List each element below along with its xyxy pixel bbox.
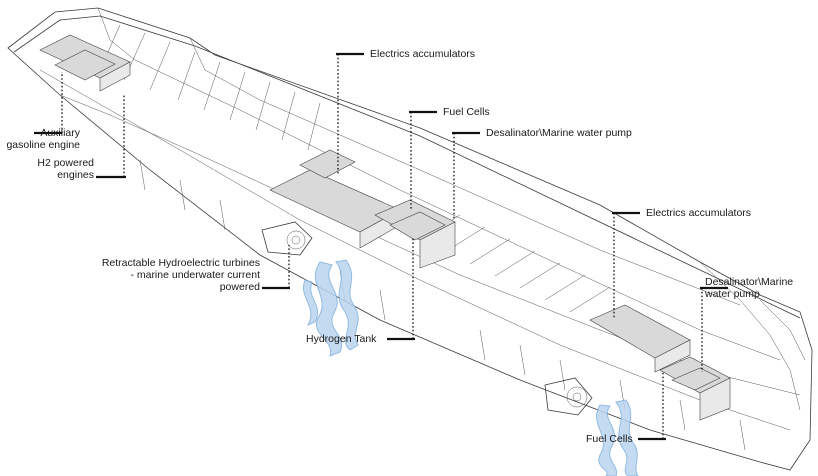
label-h2-engines: H2 powered engines	[37, 157, 94, 181]
equipment	[39, 34, 731, 421]
label-fuel-cells-2: Fuel Cells	[586, 433, 633, 445]
label-electrics-accumulators-2: Electrics accumulators	[646, 207, 752, 219]
label-hydrogen-tank: Hydrogen Tank	[306, 333, 377, 345]
label-electrics-accumulators-1: Electrics accumulators	[370, 48, 476, 60]
label-desalinator-2: Desalinator\Marine water pump	[705, 276, 794, 300]
label-turbines: Retractable Hydroelectric turbines - mar…	[101, 257, 260, 293]
label-auxiliary-engine: Auxiliary gasoline engine	[6, 127, 80, 151]
label-fuel-cells-1: Fuel Cells	[443, 106, 490, 118]
water-flow	[303, 259, 639, 476]
turbines	[261, 221, 593, 416]
leader-lines	[34, 52, 728, 441]
hull	[7, 7, 813, 471]
label-desalinator-1: Desalinator\Marine water pump	[486, 127, 632, 139]
